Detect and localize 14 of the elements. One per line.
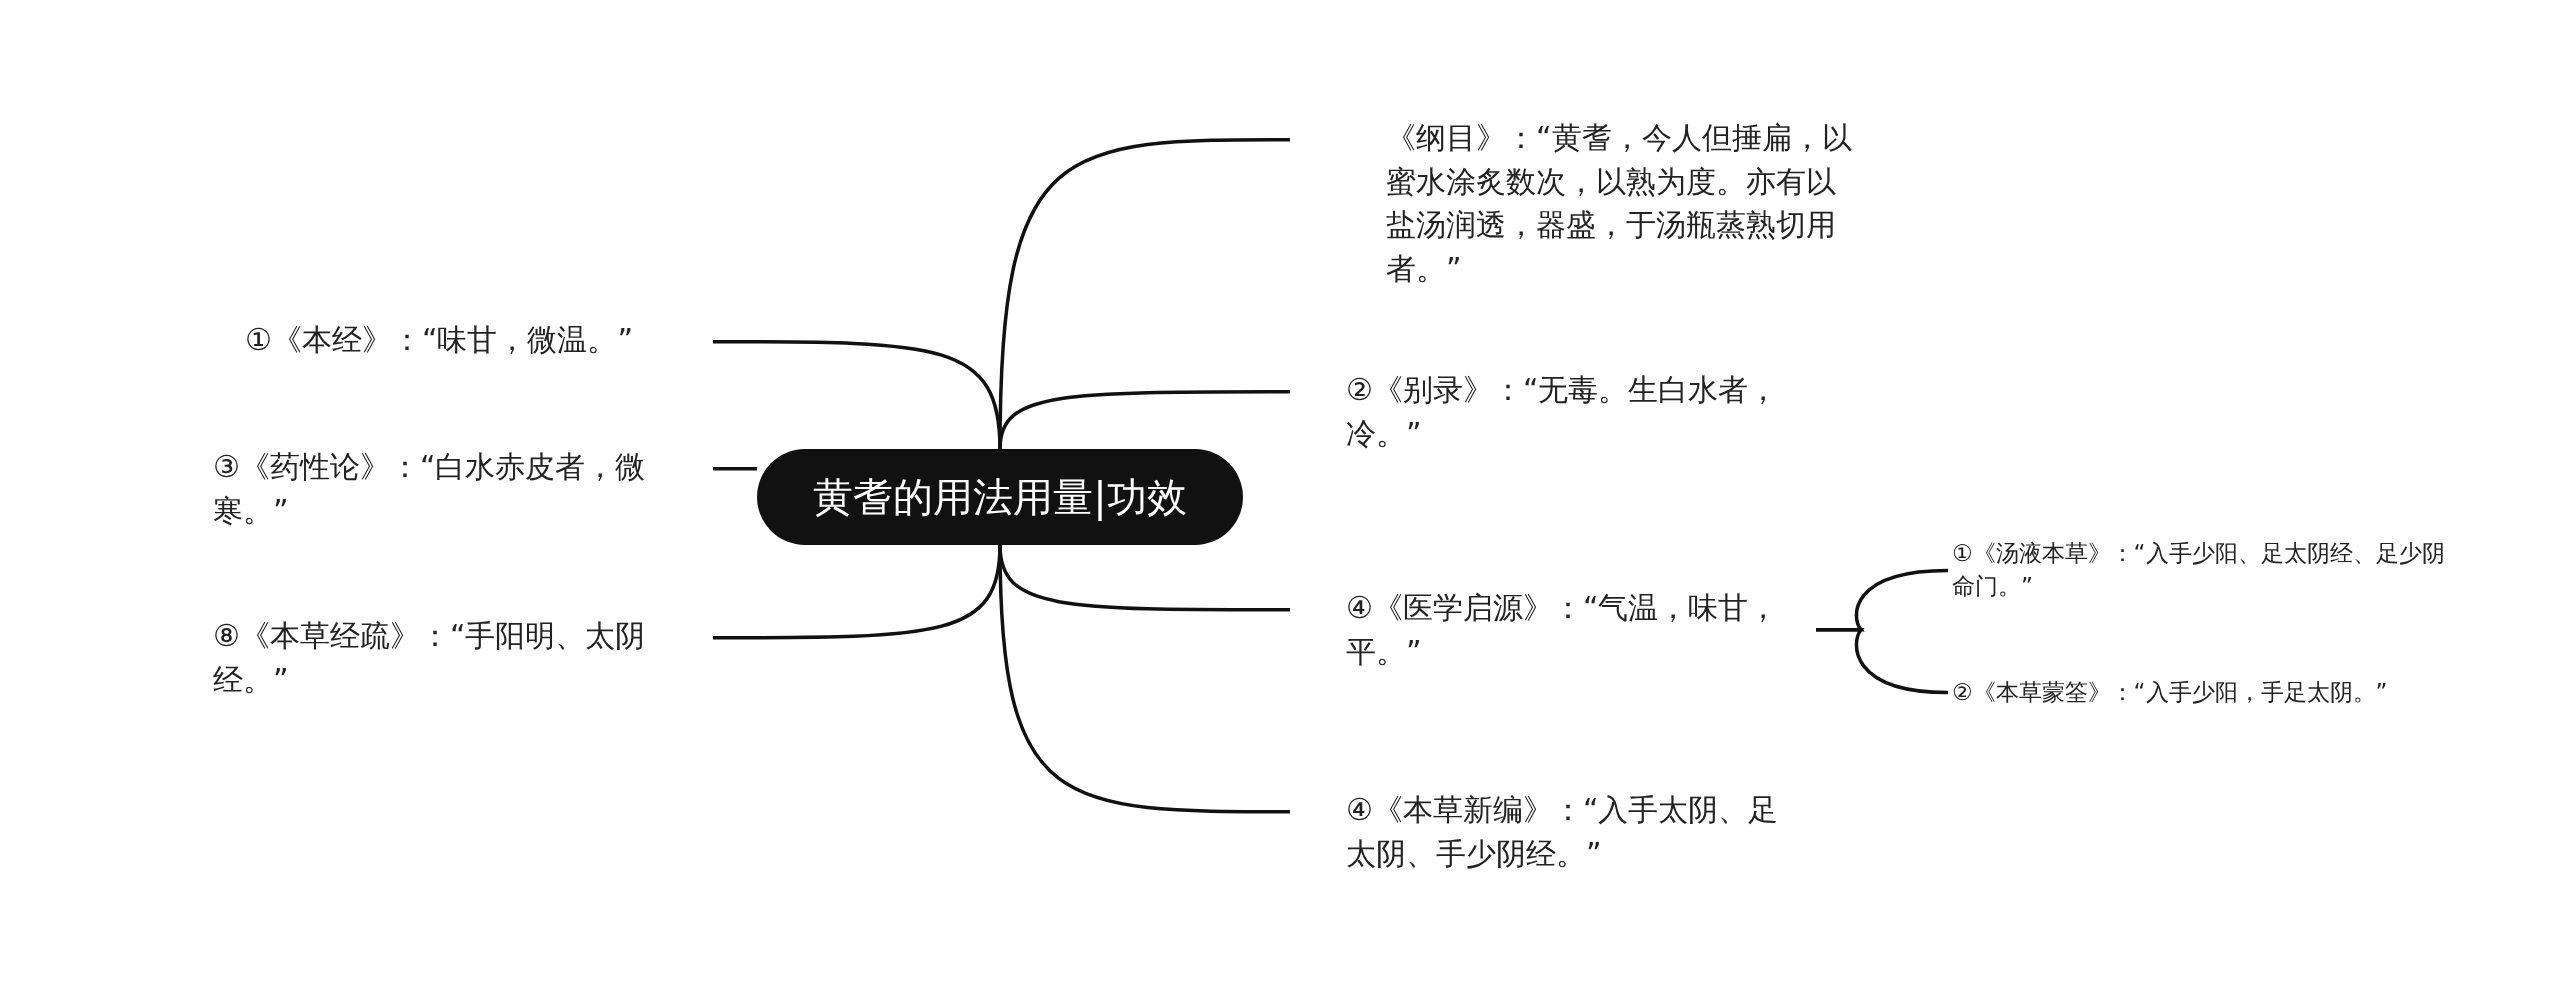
branch-text: ①《本经》：“味甘，微温。” xyxy=(245,321,634,359)
bracket-line xyxy=(1816,628,1949,695)
branch-line xyxy=(713,340,1002,450)
branch-text: ④《医学启源》：“气温，味甘，平。” xyxy=(1346,589,1780,671)
branch-text: ③《药性论》：“白水赤皮者，微寒。” xyxy=(213,448,647,530)
topic-title: 黄耆的用法用量|功效 xyxy=(813,473,1187,523)
branch-text: 《纲目》：“黄耆，今人但捶扁，以蜜水涂炙数次，以熟为度。亦有以盐汤润透，器盛，于汤瓶蒸熟切用者。” xyxy=(1386,119,1853,288)
branch-text: ④《本草新编》：“入手太阴、足太阴、手少阴经。” xyxy=(1346,791,1780,873)
branch-text: ①《汤液本草》：“入手少阳、足太阴经、足少阴命门。” xyxy=(1952,539,2446,602)
branch-line xyxy=(713,544,1002,640)
branch-text: ②《本草蒙筌》：“入手少阳，手足太阴。” xyxy=(1952,678,2389,707)
branch-text: ②《别录》：“无毒。生白水者，冷。” xyxy=(1346,371,1780,453)
branch-text: ⑧《本草经疏》：“手阳明、太阴经。” xyxy=(213,617,647,699)
branch-line xyxy=(713,467,757,471)
